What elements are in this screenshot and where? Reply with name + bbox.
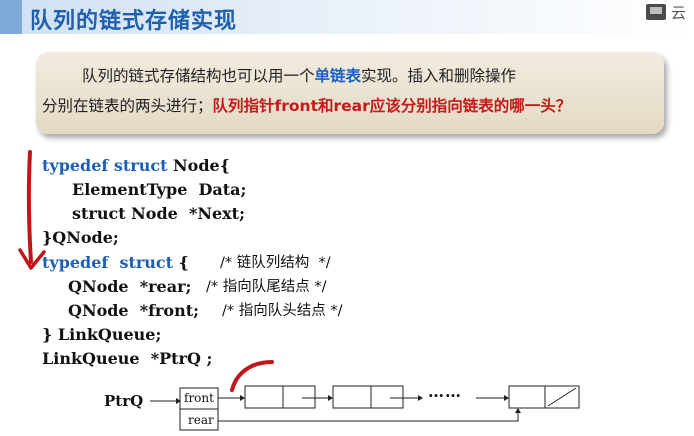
arrowhead (176, 398, 181, 404)
code-keyword: typedef struct (42, 253, 174, 272)
logo-icon (646, 4, 666, 20)
slide-title: 队列的链式存储实现 (30, 9, 238, 34)
title-bar (0, 0, 694, 34)
code-text: { (173, 253, 189, 272)
annotation-stroke (26, 150, 33, 264)
intro-box (36, 52, 664, 134)
annotation-curve (230, 360, 274, 392)
list-node-last (508, 385, 580, 409)
code-line-8: } LinkQueue; (42, 325, 162, 344)
title-accent-bar (0, 0, 22, 34)
arrowhead (328, 395, 333, 401)
list-node (332, 385, 404, 409)
intro-line-2: 分别在链表的两头进行；队列指针front和rear应该分别指向链表的哪一头？ (42, 94, 571, 116)
intro-line-1: 队列的链式存储结构也可以用一个单链表实现。插入和删除操作 (82, 64, 516, 86)
code-line-5: typedef struct { (42, 251, 189, 275)
code-comment: /* 指向队尾结点 */ (206, 279, 327, 295)
code-comment: /* 链队列结构 */ (220, 255, 331, 271)
code-line-4: }QNode; (42, 228, 119, 247)
ellipsis: …… (428, 382, 462, 401)
front-label: front (184, 391, 214, 405)
code-keyword: typedef struct (42, 156, 168, 175)
ptrq-label: PtrQ (104, 392, 144, 410)
null-slash (547, 387, 577, 407)
code-line-1: typedef struct Node{ (42, 154, 230, 178)
arrowhead (515, 408, 521, 413)
code-comment: /* 指向队头结点 */ (222, 303, 343, 319)
code-line-6: QNode *rear; (68, 277, 192, 296)
arrowhead (240, 395, 245, 401)
rear-arrow (218, 412, 519, 422)
code-line-3: struct Node *Next; (72, 204, 245, 223)
intro-text: 分别在链表的两头进行； (42, 97, 213, 115)
intro-text: 队列的链式存储结构也可以用一个 (82, 67, 315, 85)
annotation-arrowhead (18, 248, 46, 270)
code-text: Node{ (167, 156, 230, 175)
list-node (244, 385, 316, 409)
logo-text: 云 (671, 4, 687, 22)
code-line-7: QNode *front; (68, 301, 200, 320)
code-line-9: LinkQueue *PtrQ ; (42, 349, 213, 368)
intro-question: 队列指针front和rear应该分别指向链表的哪一头？ (212, 97, 572, 115)
intro-highlight: 单链表 (314, 67, 362, 85)
rear-label: rear (188, 413, 214, 427)
arrowhead (504, 395, 509, 401)
code-line-2: ElementType Data; (72, 180, 247, 199)
intro-text: 实现。插入和删除操作 (361, 67, 517, 85)
arrowhead (418, 395, 423, 401)
